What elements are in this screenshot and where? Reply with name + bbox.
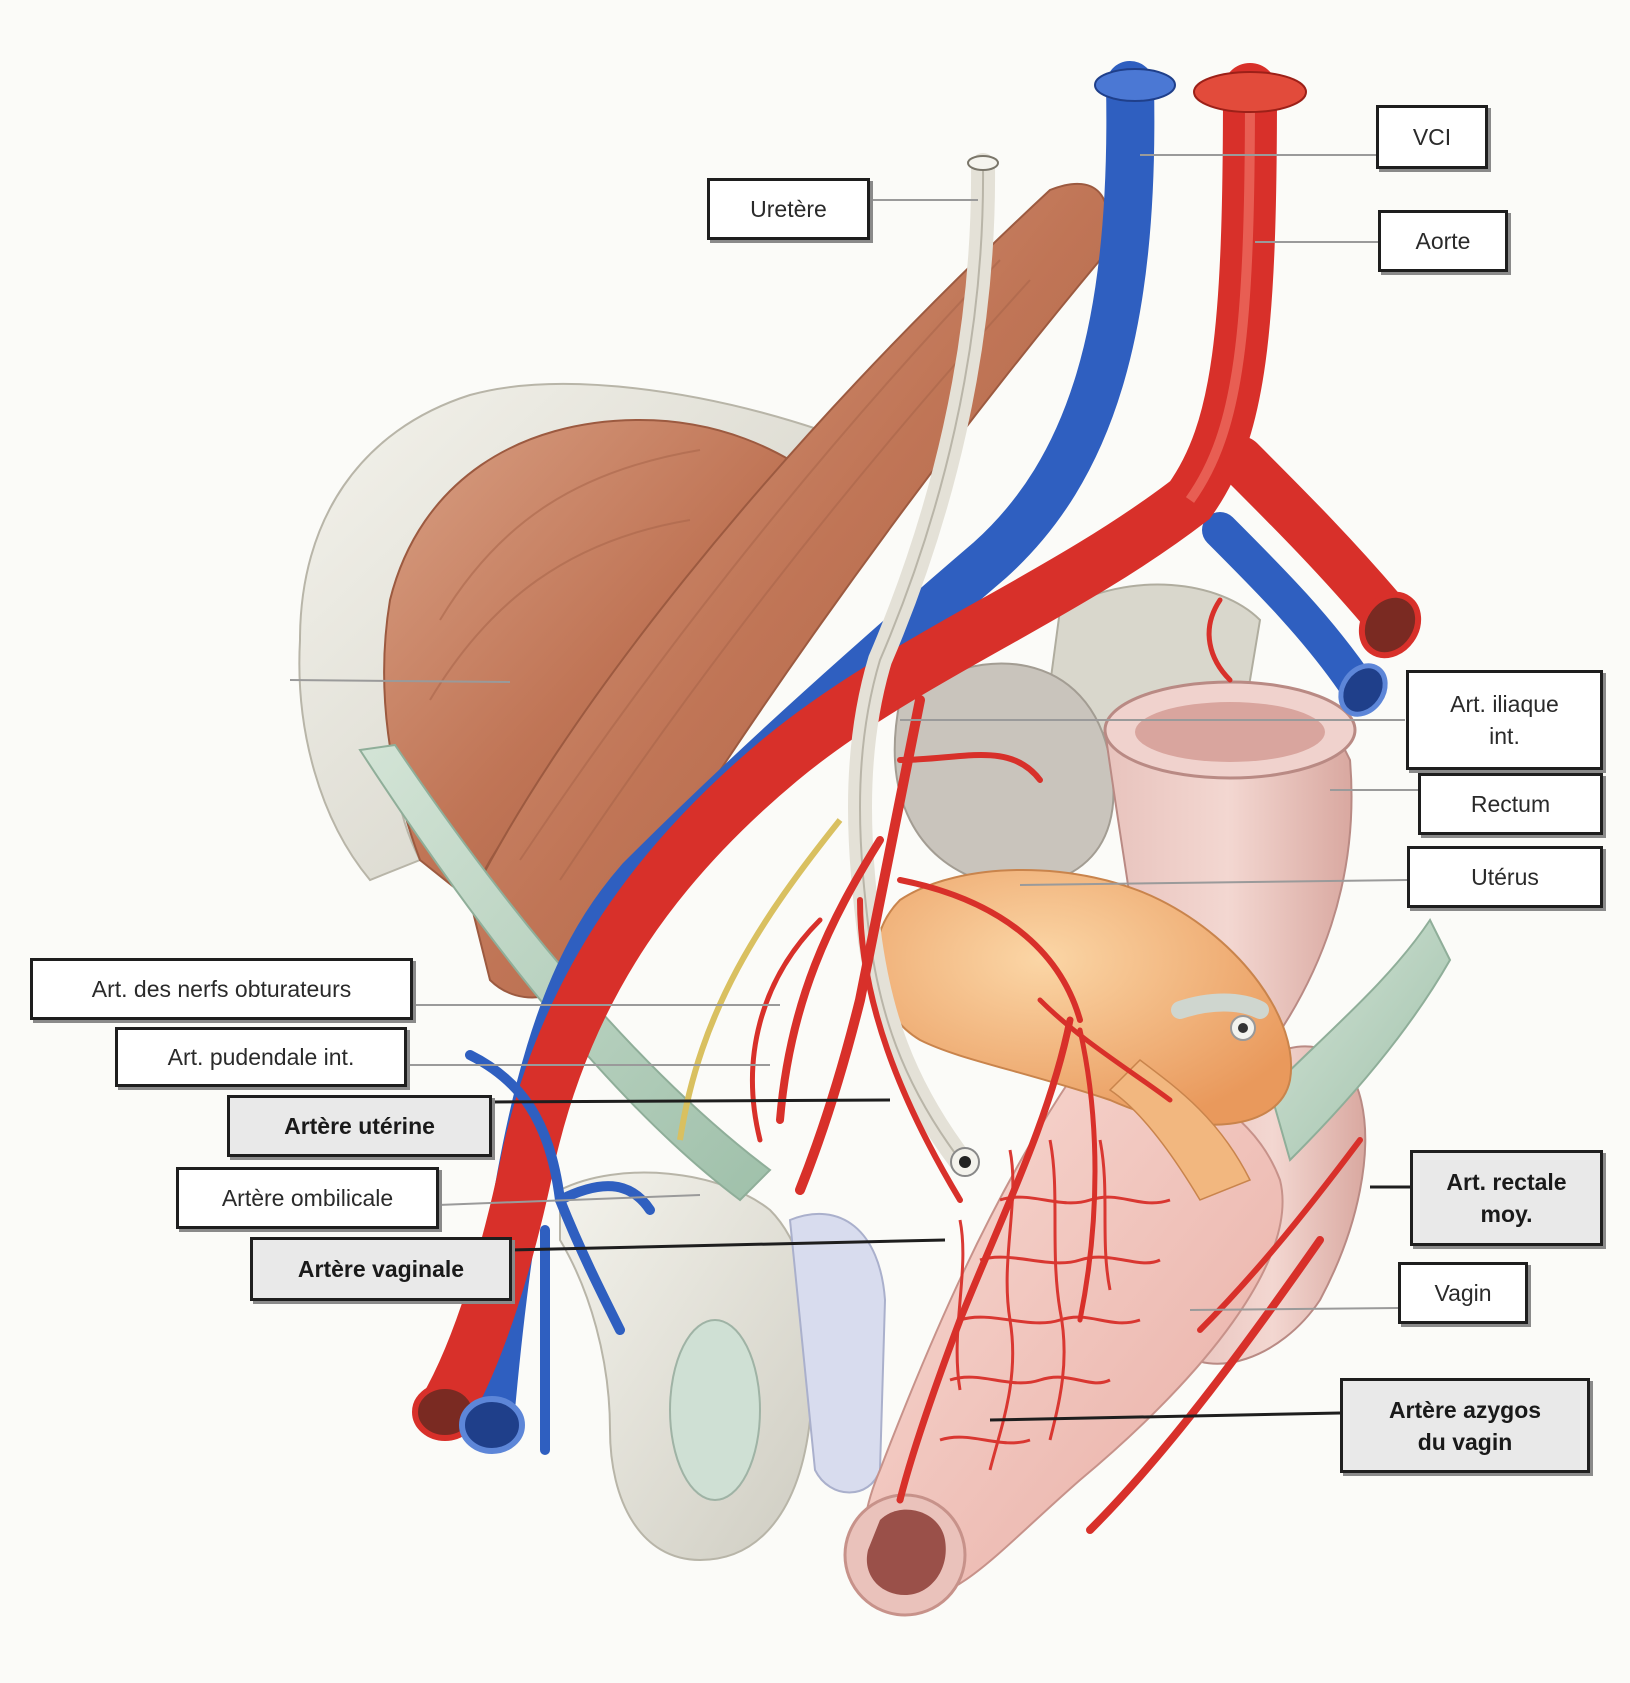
- obturator-foramen: [669, 1319, 761, 1501]
- aorta-top: [1193, 71, 1307, 113]
- aorta-cut-end: [1358, 591, 1422, 659]
- label-artere-ombilicale: Artère ombilicale: [176, 1167, 439, 1229]
- label-art-pudendale-int: Art. pudendale int.: [115, 1027, 407, 1087]
- vci-top: [1094, 68, 1176, 102]
- label-art-iliaque-line1: Art. iliaque: [1450, 691, 1559, 717]
- label-artere-azygos-du-vagin: Artère azygos du vagin: [1340, 1378, 1590, 1473]
- ureter-top: [967, 155, 999, 171]
- label-art-rectale-moy: Art. rectale moy.: [1410, 1150, 1603, 1246]
- label-uretere: Uretère: [707, 178, 870, 240]
- obturator-nerve: [677, 818, 843, 1141]
- label-vci: VCI: [1376, 105, 1488, 169]
- label-uterus: Utérus: [1407, 846, 1603, 908]
- label-artere-azygos-line2: du vagin: [1417, 1428, 1513, 1455]
- label-art-rectale-line1: Art. rectale: [1446, 1169, 1567, 1195]
- lateral-ligament: [1268, 918, 1452, 1162]
- label-artere-uterine: Artère utérine: [227, 1095, 492, 1157]
- vagina: [862, 1073, 1284, 1602]
- label-rectum: Rectum: [1418, 773, 1603, 835]
- vein-cut-end: [1338, 663, 1388, 717]
- aorta-branch: [1216, 436, 1414, 644]
- label-artere-azygos-line1: Artère azygos: [1388, 1396, 1542, 1423]
- label-art-iliaque-int: Art. iliaque int.: [1406, 670, 1603, 770]
- label-art-iliaque-line2: int.: [1489, 723, 1520, 749]
- posterior-pelvic-wall: [893, 662, 1115, 886]
- label-aorte: Aorte: [1378, 210, 1508, 272]
- vein-bottom-end: [459, 1396, 525, 1454]
- label-vagin: Vagin: [1398, 1262, 1528, 1324]
- pubic-symphysis-pad: [788, 1212, 887, 1494]
- uterus: [874, 869, 1293, 1126]
- label-art-nerfs-obturateurs: Art. des nerfs obturateurs: [30, 958, 413, 1020]
- label-artere-vaginale: Artère vaginale: [250, 1237, 512, 1301]
- vena-cava-branch: [1202, 512, 1378, 708]
- label-art-rectale-line2: moy.: [1480, 1201, 1533, 1227]
